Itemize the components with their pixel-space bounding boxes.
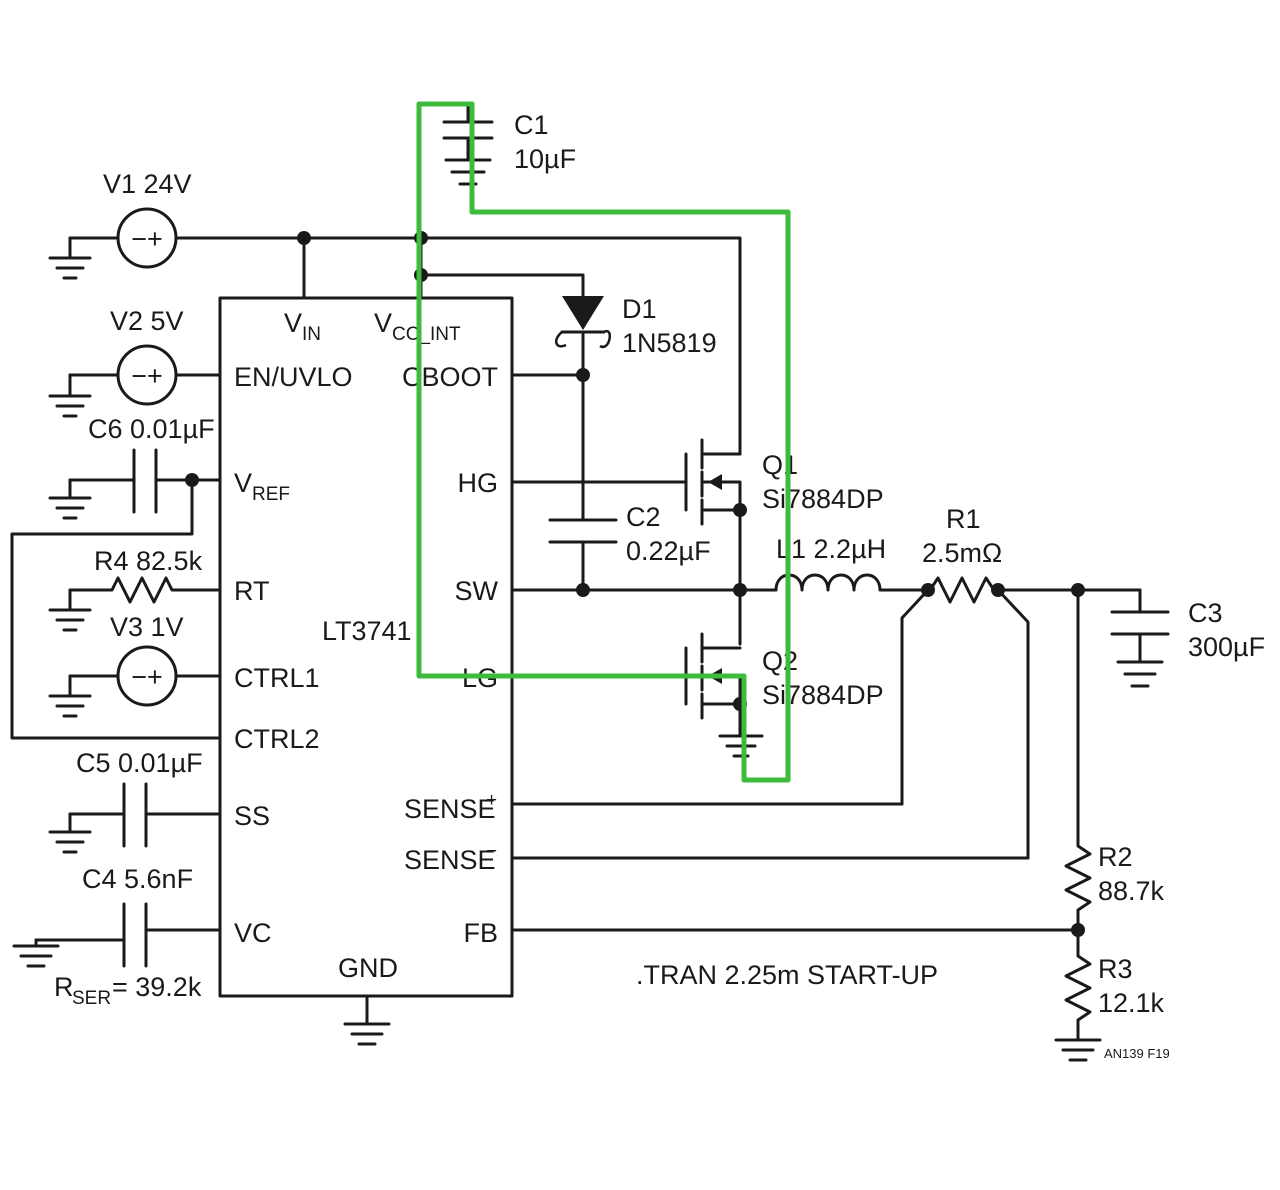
c5-label: C5 0.01µF xyxy=(76,748,203,778)
pin-en-uvlo: EN/UVLO xyxy=(234,362,353,392)
c1-capacitor xyxy=(419,102,494,186)
c4-label: C4 5.6nF xyxy=(82,864,193,894)
svg-text:−+: −+ xyxy=(131,361,163,391)
c6-label: C6 0.01µF xyxy=(88,414,215,444)
svg-text:CC_INT: CC_INT xyxy=(392,324,461,345)
r1-value: 2.5mΩ xyxy=(922,538,1002,568)
pin-sense-minus: SENSE − xyxy=(404,841,497,875)
pin-ss: SS xyxy=(234,801,270,831)
r2-value: 88.7k xyxy=(1098,876,1165,906)
v3-source: −+ xyxy=(48,645,222,718)
svg-text:SER: SER xyxy=(72,988,111,1009)
c4-capacitor xyxy=(12,902,222,968)
pin-sw: SW xyxy=(455,576,499,606)
pin-vcc-int: V CC_INT xyxy=(374,308,461,345)
d1-value: 1N5819 xyxy=(622,328,717,358)
l1-label: L1 2.2µH xyxy=(776,534,886,564)
svg-text:+: + xyxy=(486,790,497,811)
ic-body xyxy=(218,296,514,998)
rser-label: R SER = 39.2k xyxy=(54,972,202,1009)
pin-hg: HG xyxy=(458,468,499,498)
q2-mosfet xyxy=(510,588,764,758)
pin-ctrl1: CTRL1 xyxy=(234,663,320,693)
r3-resistor xyxy=(1054,928,1102,1062)
pin-gnd: GND xyxy=(338,953,398,983)
v2-source: −+ xyxy=(48,344,222,418)
highlighted-current-loop xyxy=(416,101,791,783)
v3-label: V3 1V xyxy=(110,612,184,642)
pin-ctrl2: CTRL2 xyxy=(234,724,320,754)
svg-text:−: − xyxy=(486,841,497,862)
svg-text:REF: REF xyxy=(252,484,290,505)
r4-resistor xyxy=(48,576,222,632)
c1-value: 10µF xyxy=(514,144,576,174)
r3-value: 12.1k xyxy=(1098,988,1165,1018)
c3-capacitor xyxy=(1110,588,1170,688)
r1-resistor xyxy=(900,576,1142,860)
v1-polarity: −+ xyxy=(131,224,163,254)
svg-text:SENSE: SENSE xyxy=(404,794,496,824)
sim-directive: .TRAN 2.25m START-UP xyxy=(636,960,938,990)
r2-name: R2 xyxy=(1098,842,1133,872)
svg-text:R: R xyxy=(54,972,74,1002)
c2-capacitor xyxy=(548,373,618,592)
v2-label: V2 5V xyxy=(110,306,184,336)
c2-value: 0.22µF xyxy=(626,536,711,566)
figure-id: AN139 F19 xyxy=(1104,1046,1170,1061)
l1-inductor xyxy=(774,573,922,592)
svg-text:IN: IN xyxy=(302,324,321,345)
r1-name: R1 xyxy=(946,504,981,534)
pin-vin: V IN xyxy=(284,308,321,345)
d1-diode xyxy=(419,273,612,377)
q2-name: Q2 xyxy=(762,646,798,676)
q1-name: Q1 xyxy=(762,450,798,480)
q1-value: Si7884DP xyxy=(762,484,884,514)
vref-ctrl2-wire xyxy=(10,478,222,740)
c2-name: C2 xyxy=(626,502,661,532)
v1-source: −+ xyxy=(48,207,742,456)
pin-vc: VC xyxy=(234,918,272,948)
svg-text:SENSE: SENSE xyxy=(404,845,496,875)
c1-name: C1 xyxy=(514,110,549,140)
r4-label: R4 82.5k xyxy=(94,546,203,576)
v1-label: V1 24V xyxy=(103,169,192,199)
svg-text:V: V xyxy=(234,468,252,498)
q2-value: Si7884DP xyxy=(762,680,884,710)
pin-sense-plus: SENSE + xyxy=(404,790,497,824)
pin-rt: RT xyxy=(234,576,270,606)
c3-name: C3 xyxy=(1188,598,1223,628)
r2-resistor xyxy=(1064,588,1092,932)
ic-ground-symbol xyxy=(343,994,391,1046)
svg-text:V: V xyxy=(374,308,392,338)
chip-name: LT3741 xyxy=(322,616,412,646)
svg-text:= 39.2k: = 39.2k xyxy=(112,972,202,1002)
d1-name: D1 xyxy=(622,294,657,324)
svg-text:−+: −+ xyxy=(131,662,163,692)
c5-capacitor xyxy=(48,782,222,854)
pin-vref: V REF xyxy=(234,468,290,505)
pin-cboot: CBOOT xyxy=(402,362,498,392)
r3-name: R3 xyxy=(1098,954,1133,984)
svg-text:V: V xyxy=(284,308,302,338)
pin-fb: FB xyxy=(463,918,498,948)
c3-value: 300µF xyxy=(1188,632,1265,662)
